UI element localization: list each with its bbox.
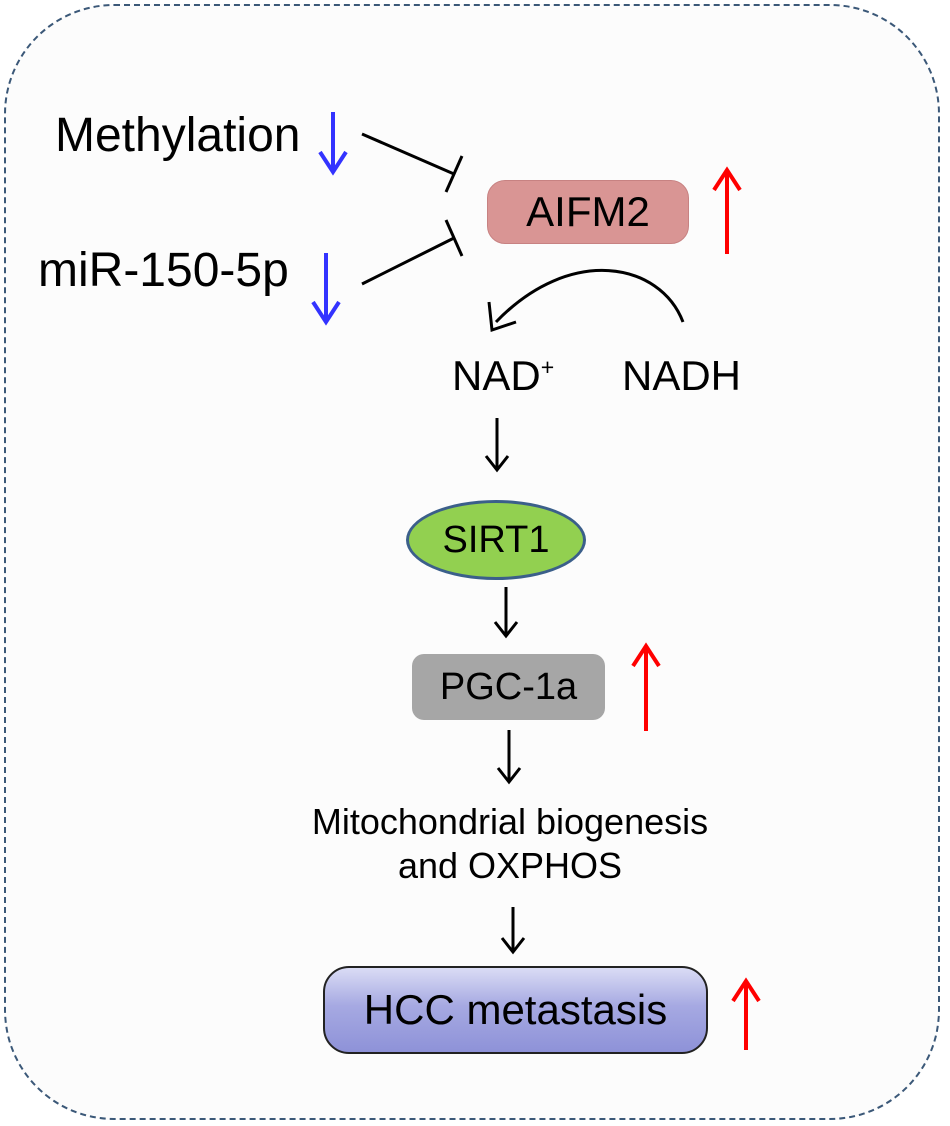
pgc-1a-label: PGC-1a: [439, 665, 578, 708]
nad-to-sirt1-arrow: [484, 418, 510, 473]
methylation-label: Methylation: [55, 109, 301, 162]
mir-150-5p-label: miR-150-5p: [38, 244, 289, 297]
nad-charge: +: [540, 354, 555, 380]
methylation-down-arrow: [318, 112, 348, 176]
pgc-1a-node: PGC-1a: [412, 654, 605, 720]
nadh-to-nad-arrow: [487, 268, 685, 333]
nad-plus-label: NAD+: [452, 352, 554, 400]
hcc-metastasis-label: HCC metastasis: [363, 986, 668, 1033]
hcc-metastasis-node: HCC metastasis: [323, 966, 708, 1054]
pgc-to-mito-arrow: [496, 730, 522, 785]
aifm2-up-arrow: [712, 166, 742, 254]
mitochondrial-biogenesis-label: Mitochondrial biogenesis and OXPHOS: [260, 800, 760, 888]
nadh-label: NADH: [622, 352, 742, 399]
inhibition-methylation-aifm2: [361, 132, 464, 193]
sirt1-label: SIRT1: [442, 518, 550, 561]
sirt1-node: SIRT1: [406, 500, 586, 580]
hcc-up-arrow: [731, 977, 761, 1050]
mito-line-1: Mitochondrial biogenesis: [311, 801, 709, 842]
mito-line-2: and OXPHOS: [397, 845, 623, 886]
pgc-up-arrow: [631, 642, 661, 731]
sirt1-to-pgc-arrow: [493, 587, 519, 639]
aifm2-label: AIFM2: [526, 188, 650, 235]
mir-down-arrow: [311, 253, 341, 326]
mito-to-hcc-arrow: [500, 907, 526, 955]
nad-text: NAD: [452, 352, 541, 399]
inhibition-mir-aifm2: [361, 219, 464, 286]
aifm2-node: AIFM2: [487, 180, 689, 244]
